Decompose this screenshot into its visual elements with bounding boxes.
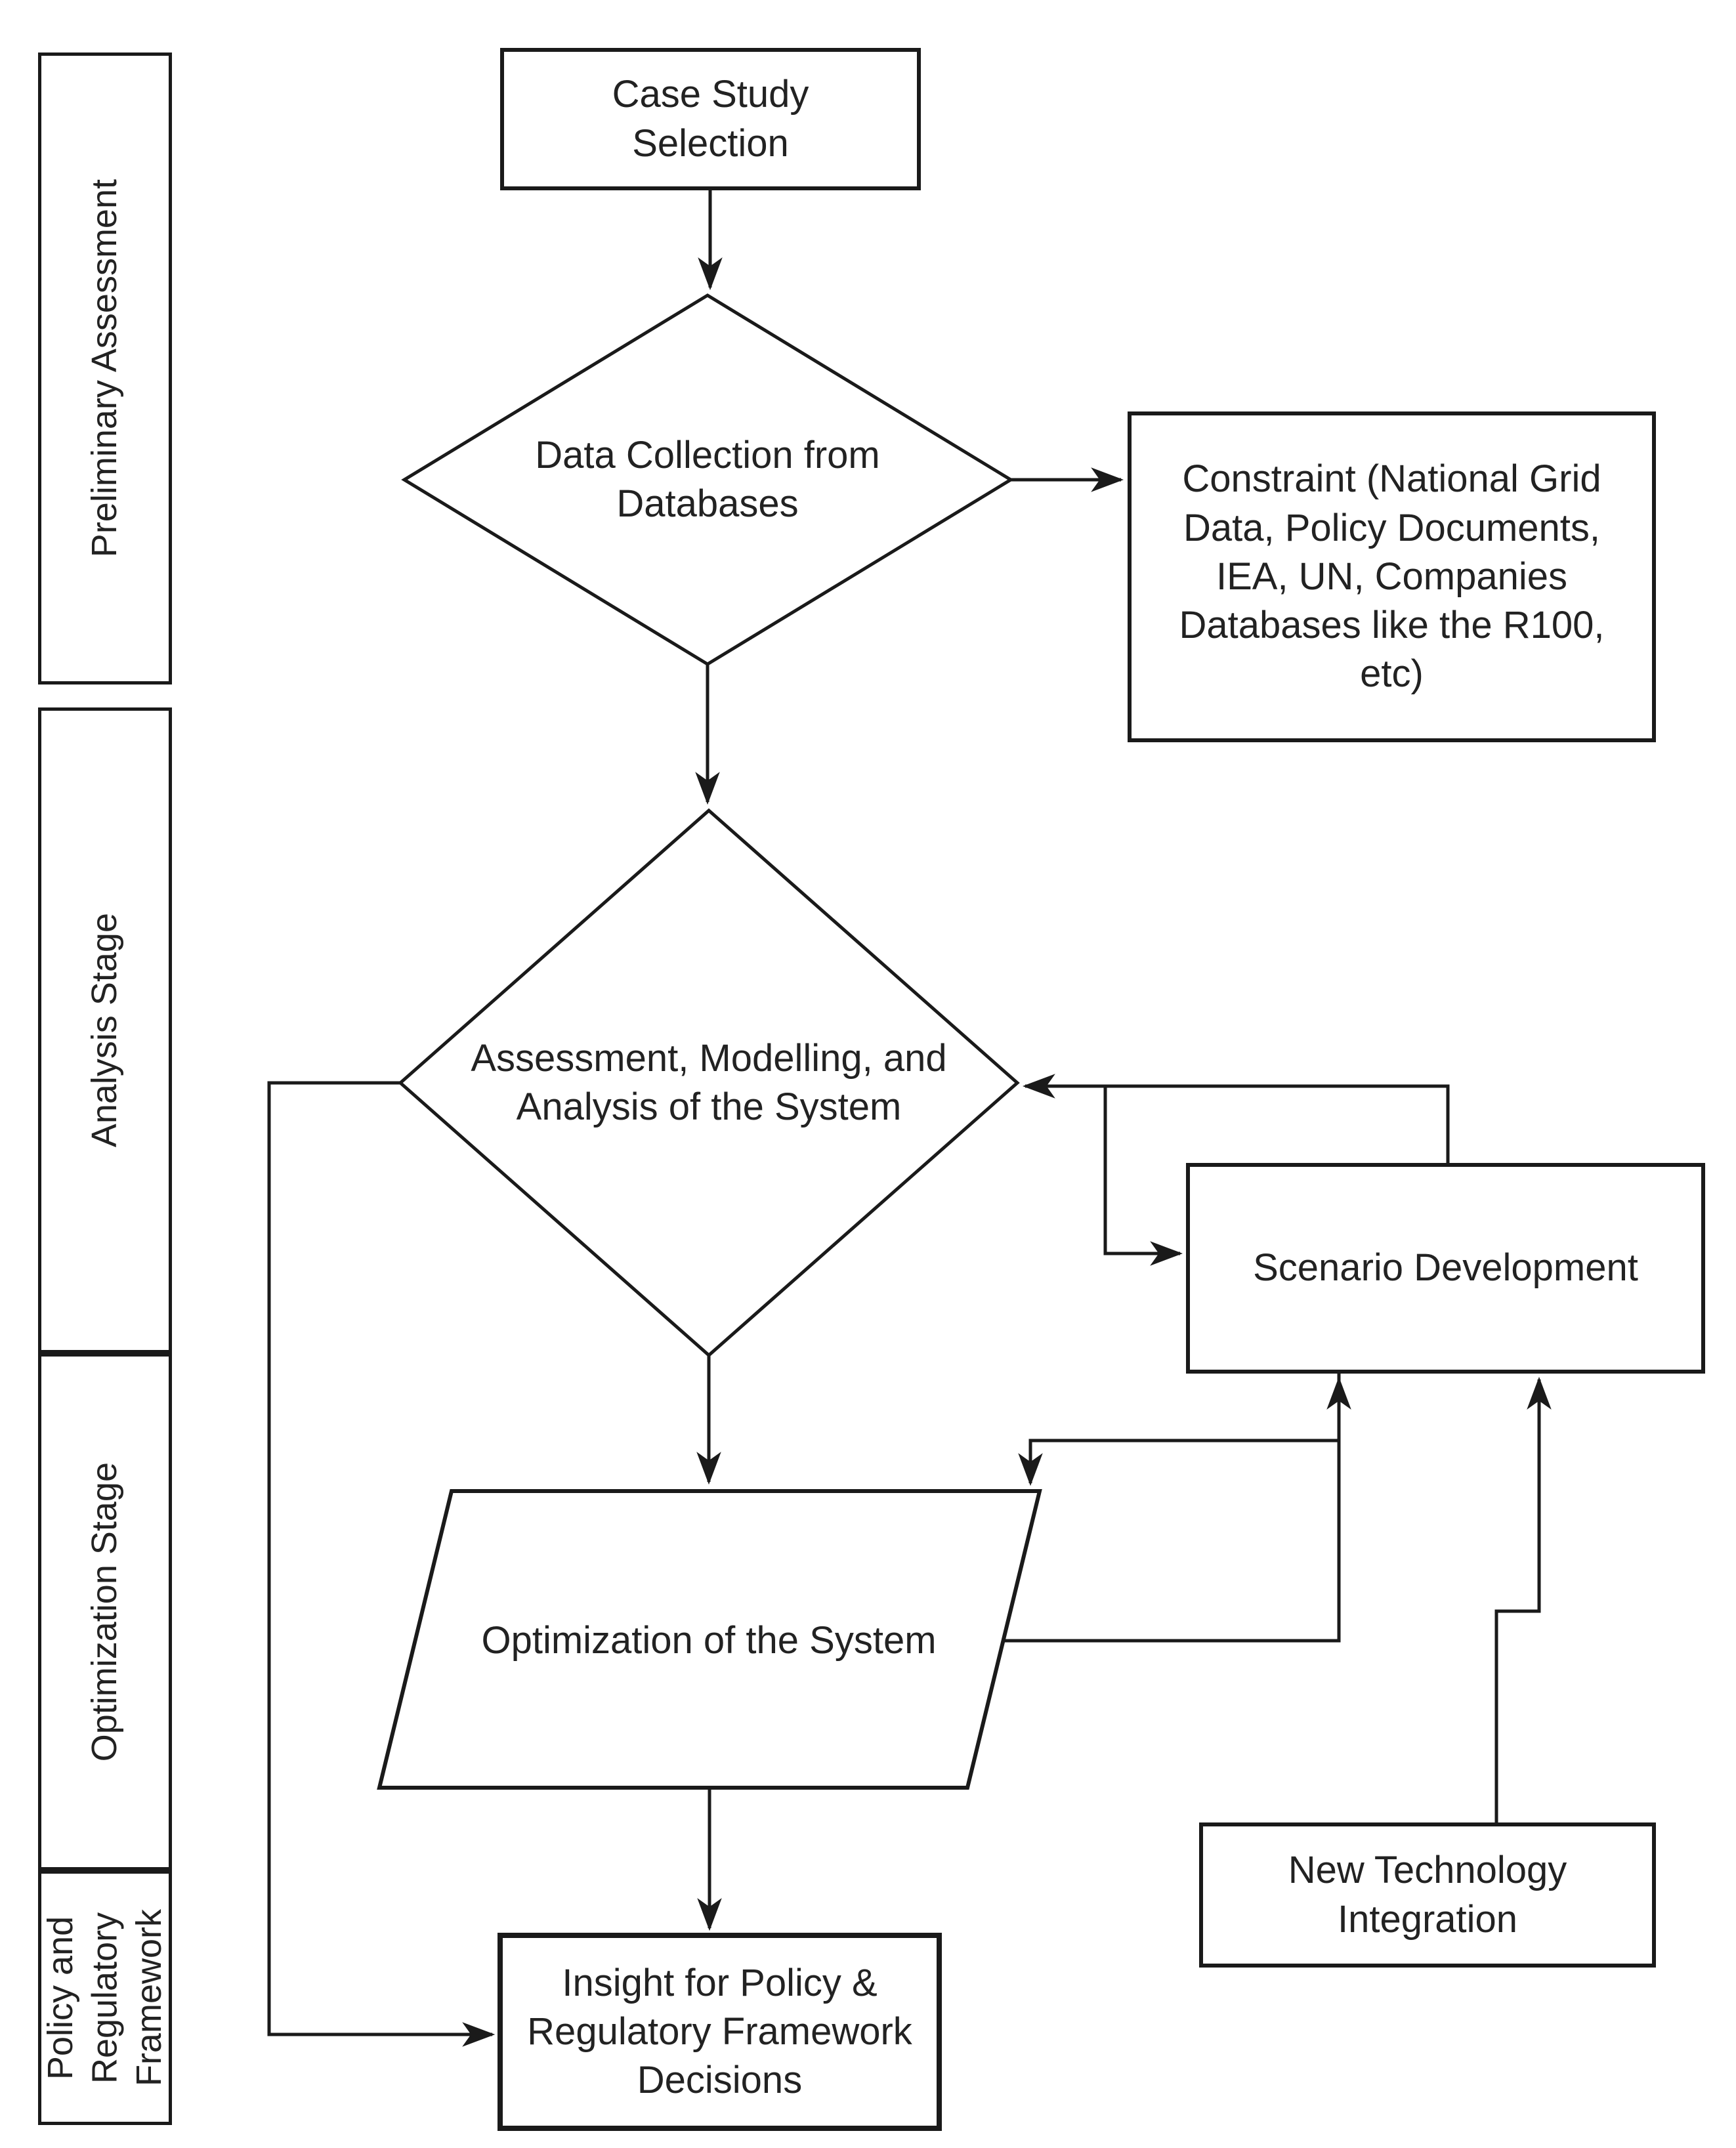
optimization-label: Optimization of the System [481, 1618, 937, 1662]
nodes-group [377, 48, 1705, 2131]
edges-group [267, 188, 1552, 2047]
stage-band-analysis: Analysis Stage [38, 707, 172, 1353]
edge-assessment-to-scenario [1103, 1086, 1183, 1266]
edge-scenario-to-assessment-feedback [1022, 1074, 1450, 1165]
edge-assessment-to-insight [267, 1081, 496, 2047]
stage-label-analysis: Analysis Stage [85, 913, 125, 1148]
stage-band-policy-regulatory: Policy and Regulatory Framework [38, 1870, 172, 2125]
data-collection-diamond [401, 293, 1014, 666]
constraint-label: Constraint (National Grid Data, Policy D… [1179, 457, 1605, 696]
assessment-diamond [398, 808, 1020, 1358]
stage-label-policy-regulatory: Policy and Regulatory Framework [40, 1908, 169, 2087]
stage-band-optimization: Optimization Stage [38, 1353, 172, 1870]
insight-label: Insight for Policy & Regulatory Framewor… [527, 1961, 912, 2102]
stage-label-preliminary-assessment: Preliminary Assessment [85, 179, 125, 558]
data-collection-label: Data Collection from Databases [535, 433, 880, 525]
edge-optimization-to-scenario [1004, 1376, 1351, 1643]
case-study-box [500, 48, 921, 190]
new-technology-label: New Technology Integration [1288, 1849, 1567, 1941]
stage-label-optimization: Optimization Stage [85, 1462, 125, 1762]
insight-box [498, 1933, 942, 2131]
case-study-label: Case Study Selection [612, 73, 809, 165]
constraint-box [1128, 411, 1656, 742]
assessment-label: Assessment, Modelling, and Analysis of t… [471, 1036, 947, 1128]
new-technology-box [1199, 1822, 1656, 1968]
edge-new-technology-to-scenario [1494, 1376, 1552, 1824]
stage-band-preliminary-assessment: Preliminary Assessment [38, 53, 172, 684]
optimization-parallelogram [377, 1489, 1042, 1790]
scenario-label: Scenario Development [1253, 1246, 1638, 1290]
edge-scenario-to-optimization [1018, 1372, 1341, 1486]
scenario-box [1186, 1163, 1705, 1374]
